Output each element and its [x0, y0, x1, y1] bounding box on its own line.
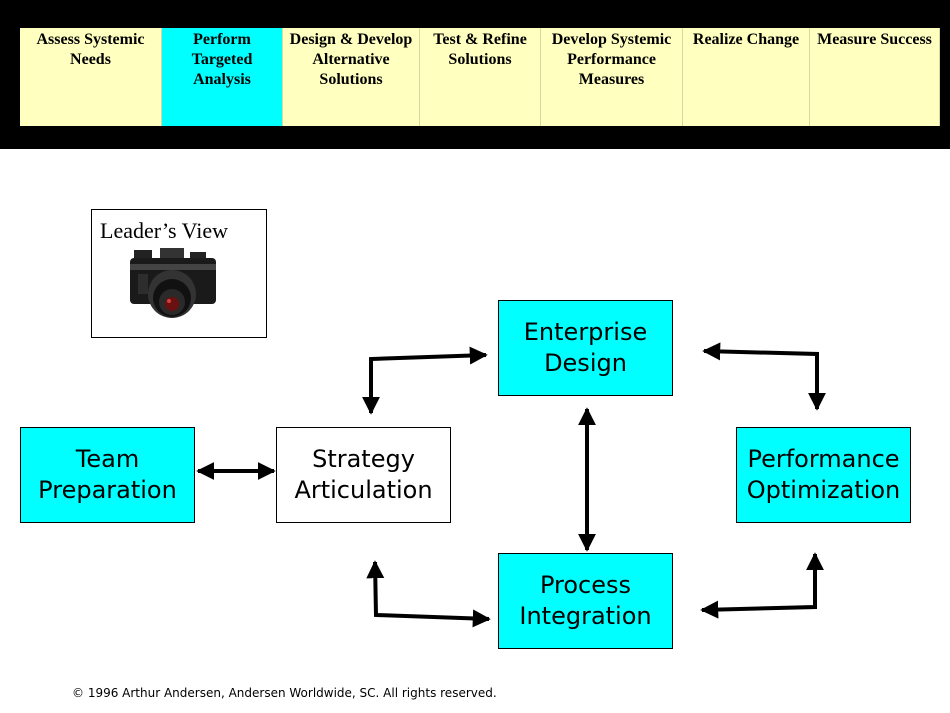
- phase-design-develop[interactable]: Design & Develop Alternative Solutions: [283, 28, 420, 126]
- phase-assess-needs[interactable]: Assess Systemic Needs: [20, 28, 162, 126]
- arrow-enterprise-to-performance: [702, 342, 826, 411]
- leader-view-title: Leader’s View: [100, 218, 228, 243]
- node-team-preparation[interactable]: Team Preparation: [20, 427, 195, 523]
- phase-test-refine[interactable]: Test & Refine Solutions: [420, 28, 541, 126]
- node-enterprise-design[interactable]: Enterprise Design: [498, 300, 673, 396]
- phase-performance-measures[interactable]: Develop Systemic Performance Measures: [541, 28, 683, 126]
- phase-targeted-analysis[interactable]: Perform Targeted Analysis: [162, 28, 283, 126]
- node-performance-optimization[interactable]: Performance Optimization: [736, 427, 911, 523]
- copyright-footer: © 1996 Arthur Andersen, Andersen Worldwi…: [72, 686, 497, 700]
- camera-icon: [130, 248, 216, 318]
- node-process-integration[interactable]: Process Integration: [498, 553, 673, 649]
- arrow-performance-to-process: [700, 552, 824, 619]
- arrow-strategy-to-enterprise: [362, 346, 488, 415]
- arrow-process-to-strategy: [366, 560, 491, 628]
- node-strategy-articulation[interactable]: Strategy Articulation: [276, 427, 451, 523]
- phase-realize-change[interactable]: Realize Change: [683, 28, 810, 126]
- phase-bar: Assess Systemic Needs Perform Targeted A…: [0, 0, 950, 149]
- leader-view-box: Leader’s View: [91, 209, 267, 338]
- phase-measure-success[interactable]: Measure Success: [810, 28, 940, 126]
